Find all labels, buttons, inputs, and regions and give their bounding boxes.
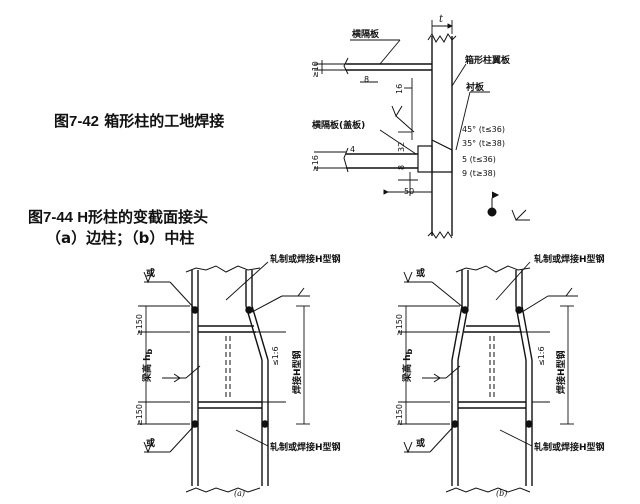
rolled-or-welded-h-label: 轧制或焊接H型钢 <box>270 253 341 265</box>
dim-ge10: ≥10 <box>311 61 320 78</box>
bevel-angle-45: 45° (t≤36) <box>462 125 505 134</box>
diaphragm-cover-label: 横隔板(盖板) <box>312 119 365 131</box>
figure-7-44-caption: 图7-44 H形柱的变截面接头 <box>28 206 208 227</box>
dim-16: 16 <box>395 84 404 94</box>
upper-diaphragm <box>343 57 432 75</box>
min-150-label: ≥150 <box>395 314 404 336</box>
min-150-label: ≥150 <box>135 404 144 426</box>
min-150-label: ≥150 <box>395 404 404 426</box>
rolled-or-welded-h-label: 轧制或焊接H型钢 <box>534 441 605 453</box>
lower-diaphragm <box>343 139 453 196</box>
dim-8b: 8 <box>397 165 406 170</box>
figure-7-44b-labels: 或 或 轧制或焊接H型钢 轧制或焊接H型钢 ≥150 ≥150 梁高 hb ≤1… <box>395 253 605 498</box>
beam-depth-label: 梁高 hb <box>141 348 154 383</box>
figure-number: 图7-42 <box>54 113 100 130</box>
slope-label: ≤1:6 <box>537 346 546 366</box>
figure-7-42-labels: t 横隔板 箱形柱翼板 衬板 横隔板(盖板) ≥10 ≥16 8 16 4 32… <box>311 14 511 196</box>
figure-7-42-drawing <box>314 20 530 239</box>
figure-7-44b-drawing <box>398 261 578 493</box>
figure-7-44a-drawing <box>138 261 310 493</box>
subfigure-b-label: (b) <box>496 489 507 498</box>
thickness-dimension <box>431 20 453 34</box>
subfigure-a-label: (a) <box>234 489 245 498</box>
dim-4: 4 <box>350 145 355 154</box>
welded-h-label: 焊接H型钢 <box>555 350 567 394</box>
welded-h-label: 焊接H型钢 <box>291 350 303 394</box>
or-label: 或 <box>146 267 155 279</box>
leader-lines <box>350 39 490 155</box>
dim-32: 32 <box>397 142 406 152</box>
rolled-or-welded-h-label: 轧制或焊接H型钢 <box>534 253 605 265</box>
backing-plate-label: 衬板 <box>466 81 485 93</box>
dim-ge16: ≥16 <box>311 155 320 172</box>
dim-50: 50 <box>404 187 414 196</box>
box-column-flange <box>427 33 457 239</box>
beam-depth-label: 梁高 hb <box>401 348 414 383</box>
min-150-label: ≥150 <box>135 314 144 336</box>
or-label: 或 <box>416 437 425 449</box>
figure-7-42-caption: 图7-42 箱形柱的工地焊接 <box>54 110 224 131</box>
slope-label: ≤1:6 <box>271 346 280 366</box>
root-gap-5: 5 (t≤36) <box>462 155 496 164</box>
t-label: t <box>439 14 444 25</box>
or-label: 或 <box>416 267 425 279</box>
figure-title: 箱形柱的工地焊接 <box>104 112 225 130</box>
diaphragm-label: 横隔板 <box>352 28 380 40</box>
weld-symbols <box>391 105 530 221</box>
box-flange-label: 箱形柱翼板 <box>465 54 511 66</box>
root-gap-9: 9 (t≥38) <box>462 169 496 178</box>
figure-number: 图7-44 H <box>28 209 89 226</box>
bevel-angle-35: 35° (t≥38) <box>462 139 505 148</box>
rolled-or-welded-h-label: 轧制或焊接H型钢 <box>270 441 341 453</box>
dim-8: 8 <box>364 75 369 84</box>
figure-7-44-subcaption: （a）边柱；（b）中柱 <box>46 229 195 247</box>
figure-title: 形柱的变截面接头 <box>88 208 209 226</box>
or-label: 或 <box>146 437 155 449</box>
figure-7-44a-labels: 或 或 轧制或焊接H型钢 轧制或焊接H型钢 ≥150 ≥150 梁高 hb ≤1… <box>135 253 341 498</box>
